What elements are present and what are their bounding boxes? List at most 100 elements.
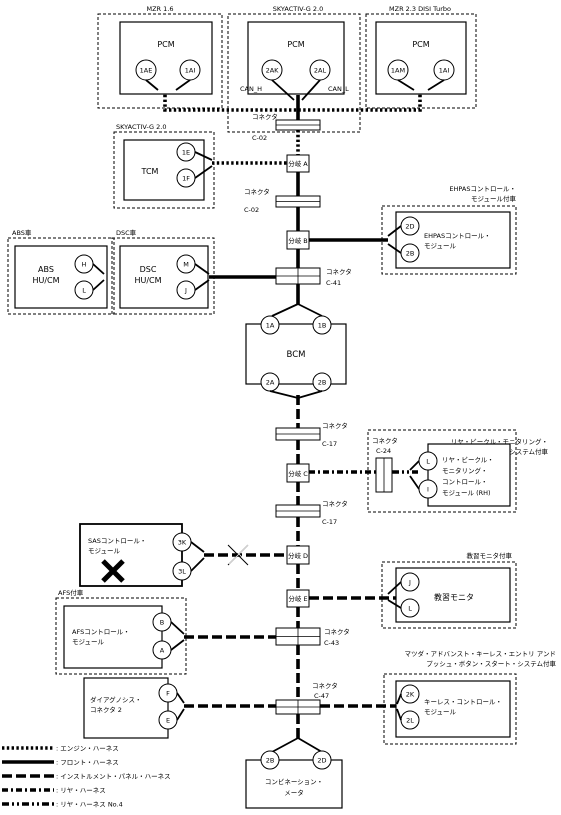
dsc-variant-label: DSC車 — [116, 228, 137, 237]
connector-c41-code: C-41 — [326, 279, 341, 287]
keyless-variant-label-2: プッシュ・ボタン・スタート・システム付車 — [426, 659, 556, 668]
connector-c02-lower-title: コネクタ — [244, 187, 270, 196]
pcm-mzr23-name: PCM — [412, 40, 429, 49]
connector-c17-upper: コネクタ C-17 — [275, 421, 348, 448]
ehpas-variant-label-2: モジュール付車 — [471, 194, 517, 203]
connector-c17-lower-title: コネクタ — [322, 499, 348, 508]
monitor-pin-l: L — [408, 605, 412, 613]
dsc-pin-j: J — [184, 287, 187, 295]
tcm-module: SKYACTIV-G 2.0 TCM 1E 1F — [113, 123, 215, 209]
meter-name-2: メータ — [284, 788, 304, 797]
keyless-pin-2l: 2L — [406, 717, 414, 725]
bcm-pin-2a: 2A — [266, 379, 275, 387]
connector-c17-lower-code: C-17 — [322, 518, 337, 526]
connector-c43-title: コネクタ — [324, 627, 350, 636]
afs-variant-label: AFS付車 — [58, 588, 84, 597]
branch-c-label: 分岐 C — [288, 469, 308, 478]
ehpas-module: EHPASコントロール・ モジュール付車 2D 2B EHPASコントロール・ … — [381, 185, 517, 275]
harness-lines — [163, 90, 422, 738]
connector-c24-code: C-24 — [376, 447, 391, 455]
connector-c02-lower: コネクタ C-02 — [244, 187, 321, 214]
rvm-pin-i: I — [427, 486, 429, 494]
connector-c43-code: C-43 — [324, 639, 339, 647]
branch-d-label: 分岐 D — [288, 551, 308, 560]
legend-front: : フロント・ハーネス — [56, 759, 119, 767]
ehpas-name-1: EHPASコントロール・ — [424, 232, 491, 240]
branch-b-label: 分岐 B — [288, 236, 308, 245]
dsc-name-2: HU/CM — [134, 276, 161, 285]
connector-c02-upper: コネクタ C-02 — [252, 112, 321, 142]
legend-instrument: : インストルメント・パネル・ハーネス — [56, 773, 171, 781]
rvm-variant-label-2: システム付車 — [509, 447, 548, 456]
connector-c17-upper-code: C-17 — [322, 440, 337, 448]
pcm-mzr23-pin-2: 1AI — [439, 67, 450, 75]
tcm-pin-1e: 1E — [182, 149, 190, 157]
pcm-mzr23-variant-label: MZR 2.3 DISI Turbo — [389, 5, 451, 13]
rvm-name-2: モニタリング・ — [442, 466, 488, 475]
legend-engine: : エンジン・ハーネス — [56, 745, 119, 753]
afs-module: AFS付車 AFSコントロール・ モジュール B A — [55, 588, 187, 675]
sas-module: SASコントロール・ モジュール 3K 3L — [79, 523, 250, 587]
keyless-module: マツダ・アドバンスト・キーレス・エントリ アンド プッシュ・ボタン・スタート・シ… — [383, 649, 556, 745]
sas-name-2: モジュール — [88, 547, 121, 555]
monitor-variant-label: 教習モニタ付車 — [467, 551, 513, 560]
pcm-skyactiv-variant-label: SKYACTIV-G 2.0 — [273, 5, 323, 13]
legend-rear-no4: : リヤ・ハーネス No.4 — [56, 801, 123, 809]
connector-c02-upper-code: C-02 — [252, 134, 267, 142]
branch-c: 分岐 C — [286, 463, 310, 483]
afs-name-2: モジュール — [72, 638, 105, 646]
sas-pin-3k: 3K — [178, 539, 187, 547]
rvm-pin-l: L — [426, 458, 430, 466]
pcm-skyactiv-name: PCM — [287, 40, 304, 49]
dsc-pin-m: M — [183, 261, 189, 269]
rear-vehicle-monitoring: リヤ・ビークル・モニタリング・ システム付車 コネクタ C-24 L I リヤ・… — [367, 429, 548, 513]
abs-name-2: HU/CM — [32, 276, 59, 285]
sas-name-1: SASコントロール・ — [88, 537, 146, 545]
rvm-name-3: コントロール・ — [442, 478, 488, 486]
abs-pin-h: H — [82, 261, 87, 269]
connector-c02-upper-title: コネクタ — [252, 112, 278, 121]
diagnosis-connector: ダイアグノシス・ コネクタ 2 F E — [83, 677, 185, 739]
tcm-pin-1f: 1F — [182, 175, 190, 183]
dsc-module: DSC車 DSC HU/CM M J — [111, 228, 215, 315]
pcm-mzr23-pin-1: 1AM — [391, 67, 405, 75]
ehpas-variant-label-1: EHPASコントロール・ — [449, 185, 516, 193]
bcm-module: 1A 1B BCM 2A 2B — [245, 303, 347, 399]
pcm-mzr16: MZR 1.6 PCM 1AE 1AI — [97, 5, 223, 109]
bcm-name: BCM — [287, 350, 306, 360]
connector-c41: コネクタ C-41 — [275, 267, 352, 287]
ehpas-name-2: モジュール — [424, 242, 457, 250]
branch-b: 分岐 B — [286, 230, 310, 250]
connector-c47-code: C-47 — [314, 692, 329, 700]
pcm-mzr23: MZR 2.3 DISI Turbo PCM 1AM 1AI — [365, 5, 477, 109]
dsc-name-1: DSC — [140, 265, 157, 274]
keyless-name-1: キーレス・コントロール・ — [424, 698, 502, 706]
afs-name-1: AFSコントロール・ — [72, 628, 130, 636]
monitor-name: 教習モニタ — [434, 592, 474, 602]
branch-d: 分岐 D — [286, 545, 310, 565]
combination-meter: 2B 2D コンビネーション・ メータ — [245, 737, 343, 809]
ehpas-pin-2d: 2D — [405, 223, 414, 231]
sas-pin-3l: 3L — [178, 568, 186, 576]
ehpas-pin-2b: 2B — [406, 250, 415, 258]
diag-name-2: コネクタ 2 — [90, 705, 122, 714]
connector-c17-lower: コネクタ C-17 — [275, 499, 348, 526]
tcm-name: TCM — [141, 167, 159, 176]
bcm-pin-1b: 1B — [318, 322, 327, 330]
keyless-variant-label-1: マツダ・アドバンスト・キーレス・エントリ アンド — [404, 649, 556, 658]
tcm-variant-label: SKYACTIV-G 2.0 — [116, 123, 166, 131]
keyless-name-2: モジュール — [424, 708, 457, 716]
branch-e: 分岐 E — [286, 589, 310, 608]
disconnected-x-icon — [101, 559, 125, 583]
legend: : エンジン・ハーネス : フロント・ハーネス : インストルメント・パネル・ハ… — [2, 745, 171, 809]
bcm-pin-2b: 2B — [318, 379, 327, 387]
afs-pin-a: A — [160, 647, 165, 655]
abs-variant-label: ABS車 — [12, 228, 32, 237]
abs-module: ABS車 ABS HU/CM H L — [7, 228, 115, 315]
meter-pin-2b: 2B — [266, 757, 275, 765]
connector-c47: コネクタ C-47 — [275, 681, 338, 715]
pcm-mzr16-pin-1: 1AE — [140, 67, 153, 75]
connector-c02-lower-code: C-02 — [244, 206, 259, 214]
meter-pin-2d: 2D — [317, 757, 326, 765]
